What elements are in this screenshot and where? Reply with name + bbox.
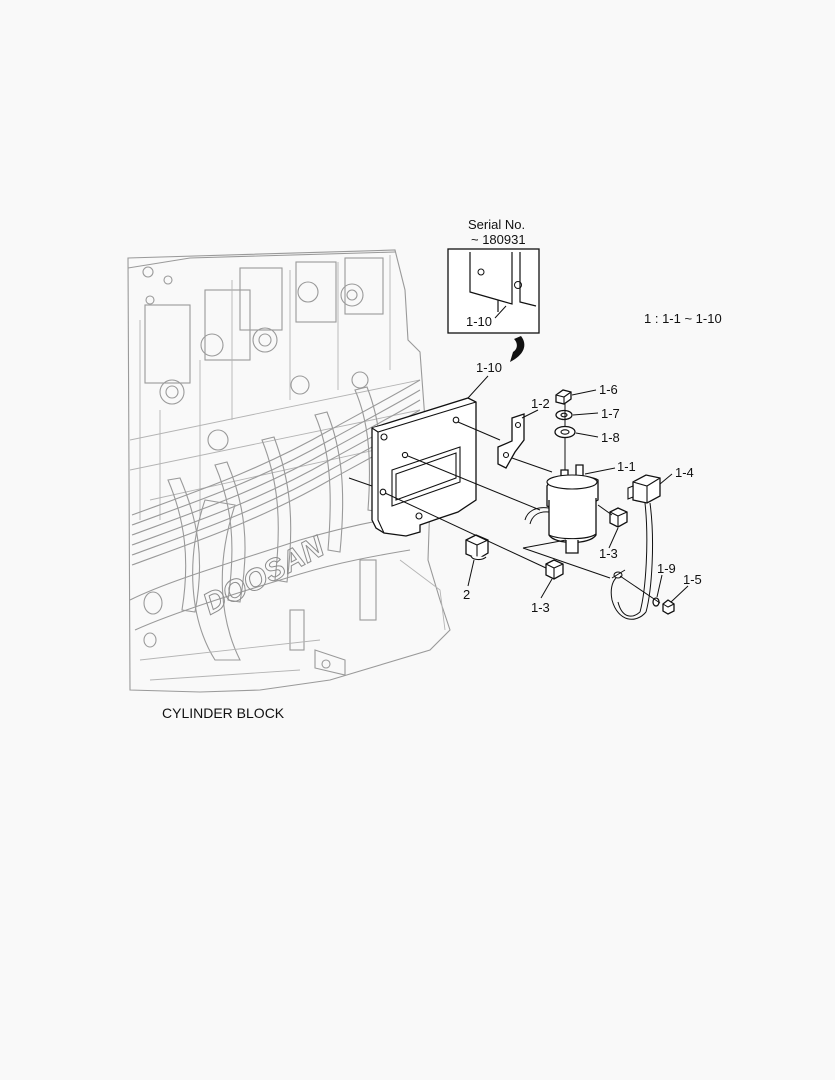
small-bracket-1-2 (497, 413, 525, 469)
callout-1-6: 1-6 (599, 382, 618, 397)
engine-brand-embossing: DOOSAN (197, 529, 331, 622)
serial-number-inset: Serial No. ~ 180931 1-10 (447, 217, 540, 362)
bracket-plate-1-10 (371, 397, 477, 537)
callout-1-10: 1-10 (476, 360, 502, 375)
callout-1-8: 1-8 (601, 430, 620, 445)
inset-title-serial: Serial No. (468, 217, 525, 232)
callout-1-3-lower: 1-3 (531, 600, 550, 615)
callout-1-7: 1-7 (601, 406, 620, 421)
inset-pointer-arrow (510, 336, 525, 362)
callout-labels: 1-10 1-2 1-6 1-7 1-8 1-1 1-4 1-3 1-3 2 1… (463, 360, 702, 615)
inset-frame (447, 248, 540, 334)
assembly-note: 1 : 1-1 ~ 1-10 (644, 311, 722, 326)
screw-1-5 (662, 599, 675, 615)
nut-1-6 (555, 389, 572, 405)
bolt-1-3-lower (545, 559, 564, 580)
inset-title-range: ~ 180931 (471, 232, 526, 247)
solenoid-1-1 (524, 464, 599, 554)
callout-1-9: 1-9 (657, 561, 676, 576)
callout-leaders (467, 375, 689, 603)
caption-cylinder-block: CYLINDER BLOCK (162, 705, 285, 721)
engine-brand-text: DOOSAN (198, 530, 331, 622)
connector-harness-1-4 (610, 474, 661, 620)
callout-2: 2 (463, 587, 470, 602)
callout-1-4: 1-4 (675, 465, 694, 480)
lock-washer-1-7 (555, 409, 573, 421)
callout-1-1: 1-1 (617, 459, 636, 474)
flat-washer-1-8 (554, 425, 576, 439)
assembly-lines (348, 404, 661, 604)
inset-part-label: 1-10 (466, 314, 492, 329)
bolt-1-3-upper (609, 507, 628, 528)
inset-bracket-detail (469, 252, 537, 312)
bolt-2 (465, 534, 489, 561)
callout-1-2: 1-2 (531, 396, 550, 411)
callout-1-5: 1-5 (683, 572, 702, 587)
callout-1-3-upper: 1-3 (599, 546, 618, 561)
